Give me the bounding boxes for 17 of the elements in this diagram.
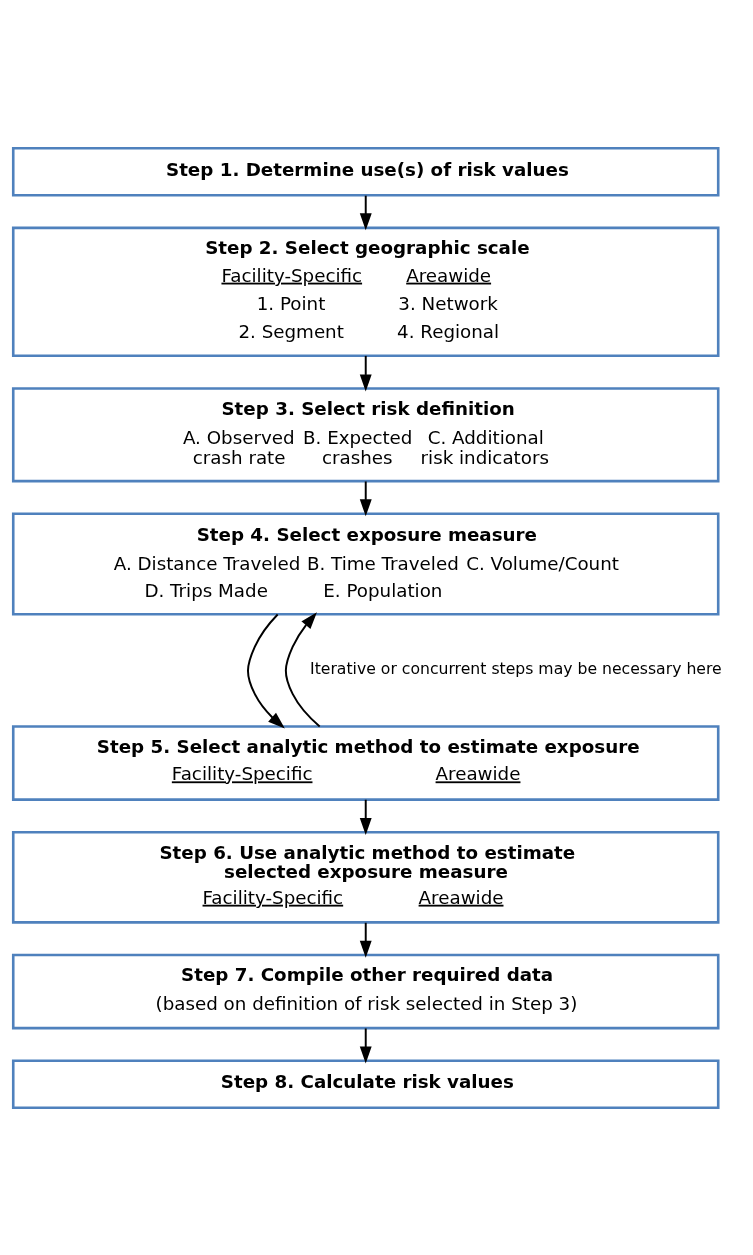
node-box: Step 2. Select geographic scale Facility-Specific Areawide 1. Point 3. Network 2. Segment 4. Regional (11, 226, 720, 357)
arrow (359, 1027, 372, 1064)
node-box: Step 1. Determine use(s) of risk values (11, 146, 720, 197)
arrow (359, 354, 372, 391)
node-box: Step 4. Select exposure measure A. Distance Traveled B. Time Traveled C. Volume/Count D. Trips Made E. Population (11, 511, 720, 616)
node-box: Step 6. Use analytic method to estimate selected exposure measure Facility-Specific Areawide (11, 830, 720, 924)
node-box: Step 5. Select analytic method to estimate exposure Facility-Specific Areawide (11, 724, 720, 801)
node-box: Step 3. Select risk definition A. Observed crash rate B. Expected crashes C. Additional risk indicators (11, 386, 720, 482)
arrow (359, 798, 372, 835)
arrow (359, 479, 372, 516)
arrow (247, 613, 285, 728)
arrow (359, 921, 372, 958)
label: Iterative or concurrent steps may be necessary here (310, 658, 722, 678)
node-box: Step 8. Calculate risk values (11, 1058, 720, 1109)
node-box: Step 7. Compile other required data (based on definition of risk selected in Step 3) (11, 953, 720, 1029)
arrow (284, 611, 321, 727)
arrow (359, 194, 372, 230)
